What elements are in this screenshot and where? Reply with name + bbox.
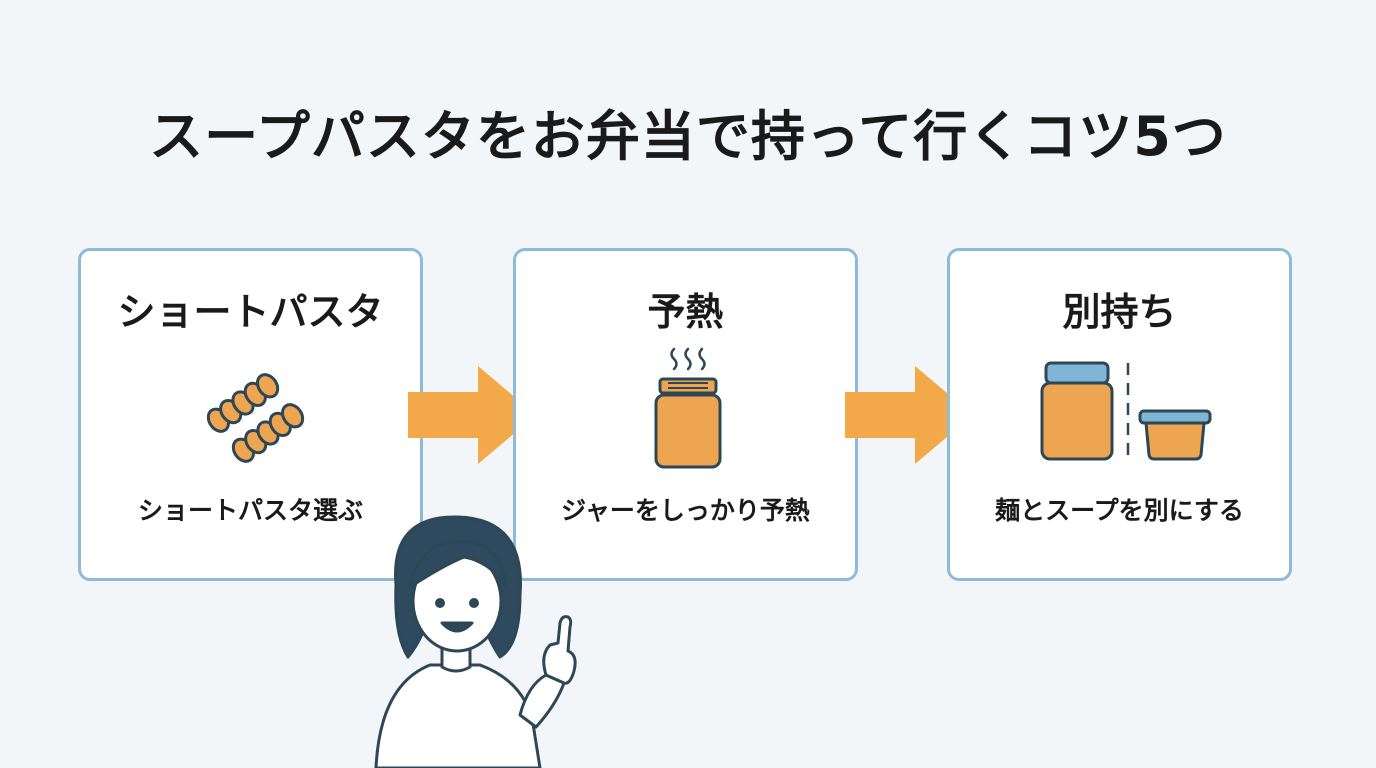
arrow-right-icon bbox=[408, 366, 536, 464]
arrow-right-icon bbox=[845, 366, 973, 464]
jar-and-container-icon bbox=[1040, 361, 1212, 461]
step-caption: 麺とスープを別にする bbox=[995, 496, 1244, 525]
step-card-separate: 別持ち 麺とスープを別にする bbox=[947, 248, 1292, 581]
step-caption: ジャーをしっかり予熱 bbox=[561, 496, 810, 525]
step-card-short-pasta: ショートパスタ ショートパスタ選ぶ bbox=[78, 248, 423, 581]
step-caption: ショートパスタ選ぶ bbox=[137, 496, 363, 525]
step-heading: ショートパスタ bbox=[117, 290, 384, 334]
step-heading: 予熱 bbox=[647, 290, 724, 334]
steaming-jar-icon bbox=[654, 347, 722, 469]
page-title: スープパスタをお弁当で持って行くコツ5つ bbox=[149, 105, 1227, 168]
step-heading: 別持ち bbox=[1062, 290, 1177, 334]
fusilli-pasta-icon bbox=[206, 373, 305, 463]
pointing-person-illustration bbox=[374, 515, 577, 768]
